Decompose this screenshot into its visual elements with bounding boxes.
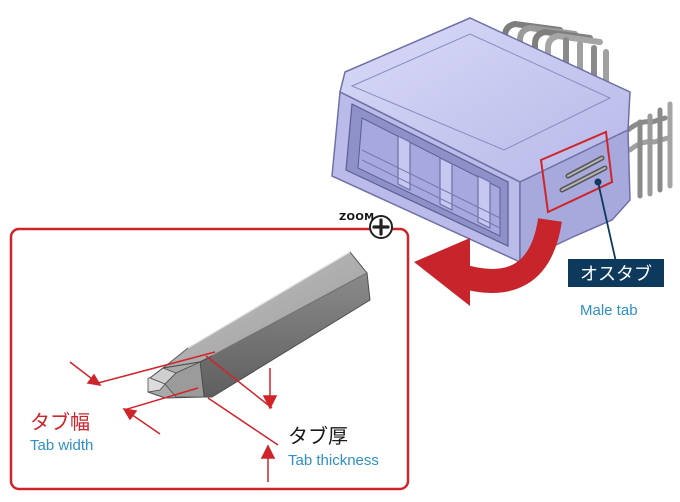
male-tab-label-en: Male tab (580, 302, 638, 319)
zoom-label: ZOOM (339, 212, 375, 223)
tab-thickness-dimension (205, 355, 279, 482)
male-tab-highlight (539, 130, 614, 214)
enlarged-male-tab (147, 251, 371, 399)
male-tab-label-box-text: オスタブ (568, 259, 664, 287)
tab-width-dimension (69, 351, 216, 435)
male-tab-leader-line (597, 181, 617, 263)
male-tab-label-ja: オスタブ (580, 264, 652, 285)
male-tab-label-box (568, 259, 664, 287)
tab-width-label-ja: タブ幅 (30, 410, 90, 434)
tab-thickness-label-en: Tab thickness (288, 452, 379, 469)
connector-front-pins (559, 155, 608, 193)
tab-thickness-label-ja: タブ厚 (288, 424, 348, 448)
zoom-plus-icon (369, 215, 393, 239)
housing-ribs (397, 135, 491, 229)
connector-housing (331, 17, 673, 264)
tab-width-label-en: Tab width (30, 437, 94, 454)
curved-arrow-icon (414, 217, 562, 306)
